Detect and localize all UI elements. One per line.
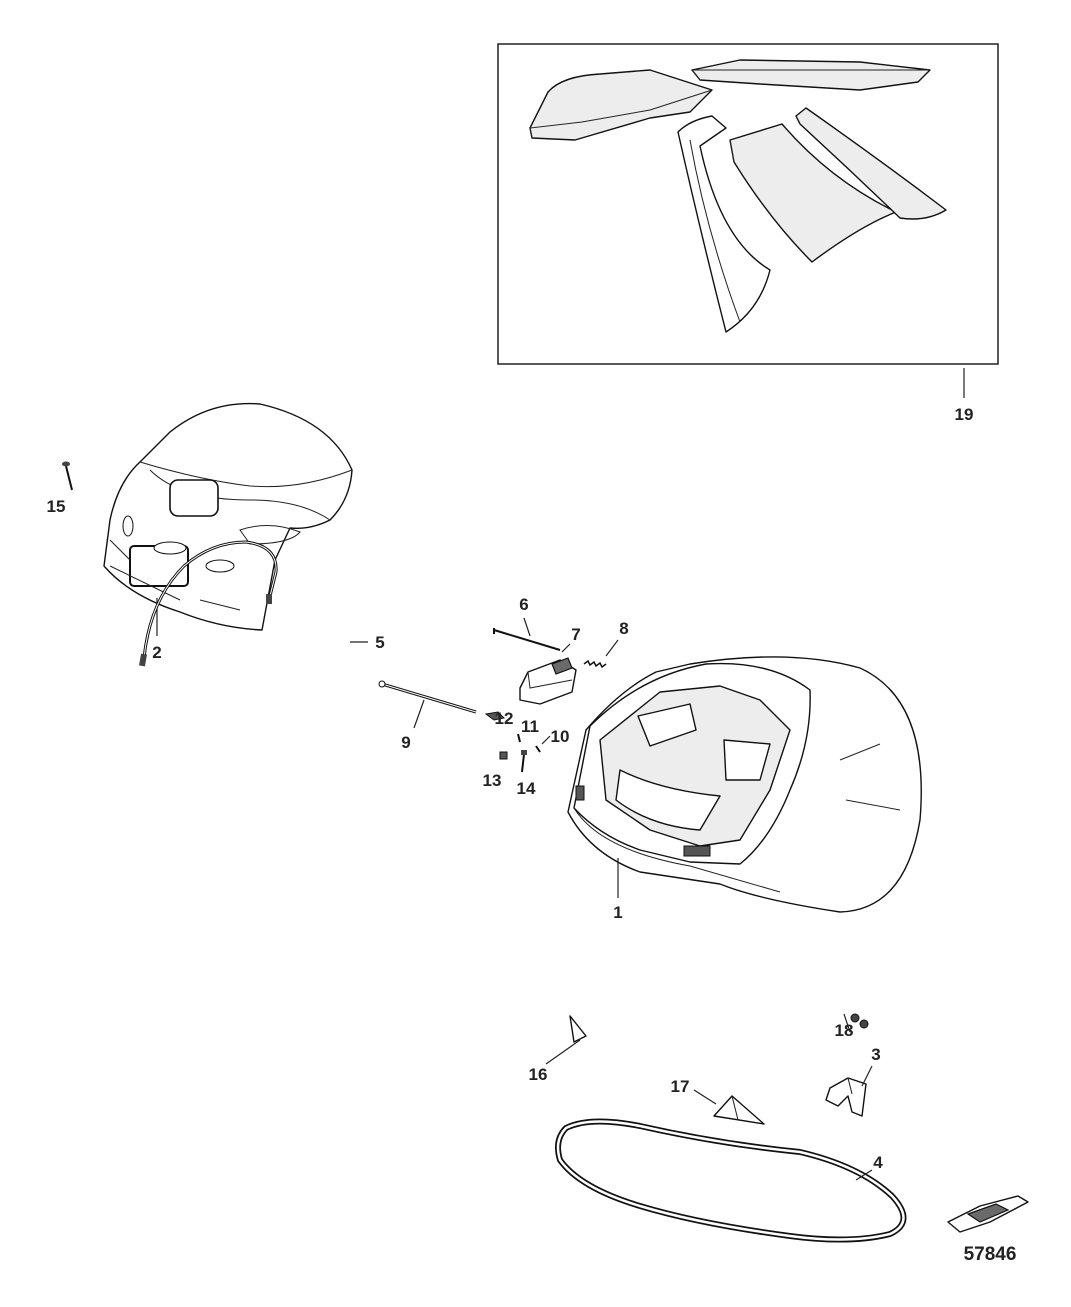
- leader-16: [545, 1039, 581, 1065]
- part-1-main-cowl: [567, 656, 922, 913]
- leader-10: [541, 735, 551, 745]
- figure-reference-number: 57846: [964, 1244, 1017, 1265]
- part-16-wedge: [569, 1015, 587, 1043]
- callout-12: 12: [495, 709, 514, 728]
- part-14-bolt: [521, 750, 527, 773]
- part-17-wedge: [713, 1095, 765, 1125]
- leader-7: [561, 643, 571, 653]
- leader-3: [861, 1065, 873, 1087]
- callout-8: 8: [619, 619, 628, 638]
- part-2-front-cowl: [103, 402, 353, 631]
- leader-4: [855, 1169, 873, 1181]
- callout-13: 13: [483, 771, 502, 790]
- callout-9: 9: [401, 733, 410, 752]
- callout-15: 15: [47, 497, 66, 516]
- leader-8: [605, 639, 619, 657]
- part-13-nut: [499, 751, 508, 760]
- part-10-pin: [535, 745, 541, 753]
- callout-11: 11: [521, 717, 539, 736]
- leader-6: [523, 617, 531, 637]
- callout-3: 3: [871, 1045, 880, 1064]
- part-6-pin: [493, 628, 561, 651]
- part-4-seal: [555, 1118, 907, 1243]
- part-15-screw: [62, 461, 73, 491]
- boat-thumbnail: [947, 1195, 1029, 1233]
- callout-6: 6: [519, 595, 528, 614]
- callout-16: 16: [529, 1065, 548, 1084]
- callout-10: 10: [551, 727, 570, 746]
- part-3-bracket: [825, 1077, 867, 1117]
- part-5-cable: [139, 540, 278, 667]
- callout-14: 14: [517, 779, 536, 798]
- part-8-spring: [583, 659, 607, 669]
- callout-19: 19: [955, 405, 974, 424]
- part-18-screws: [850, 1013, 869, 1029]
- callout-1: 1: [613, 903, 622, 922]
- callout-18: 18: [835, 1021, 854, 1040]
- callout-2: 2: [152, 643, 161, 662]
- callout-5: 5: [375, 633, 384, 652]
- leader-17: [693, 1089, 717, 1105]
- callout-17: 17: [671, 1077, 690, 1096]
- leader-18: [843, 1013, 851, 1033]
- part-7-latch: [519, 657, 577, 705]
- leader-9: [413, 699, 425, 729]
- part-9-rod: [378, 680, 477, 714]
- callout-7: 7: [571, 625, 580, 644]
- callout-4: 4: [873, 1153, 883, 1172]
- part-12-clip: [484, 711, 506, 721]
- inset-box-acoustic-foam: [497, 43, 999, 365]
- part-11-pin: [517, 733, 521, 743]
